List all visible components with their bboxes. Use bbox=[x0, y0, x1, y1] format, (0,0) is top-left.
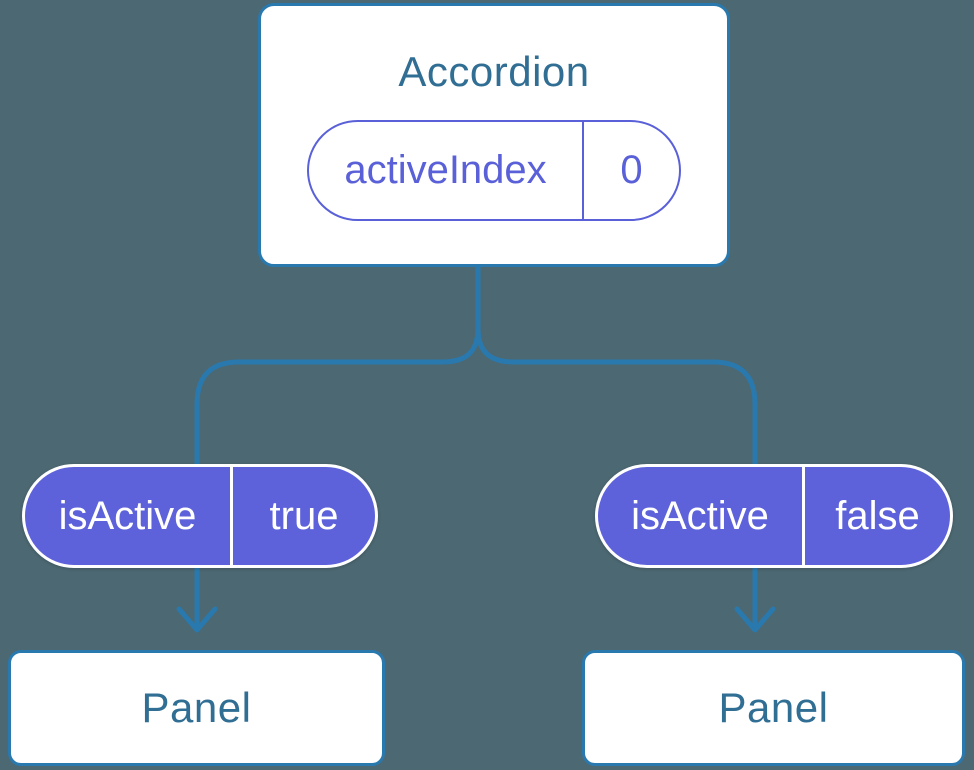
connector-root-to-right-child bbox=[475, 325, 758, 627]
state-pill-name: activeIndex bbox=[344, 148, 547, 192]
panel-node-left: Panel bbox=[8, 650, 385, 766]
panel-node-left-label: Panel bbox=[141, 684, 252, 731]
prop-pill-name: isActive bbox=[631, 493, 769, 538]
prop-pill-name: isActive bbox=[58, 493, 197, 538]
arrowhead-right-icon bbox=[734, 606, 776, 633]
panel-node-right: Panel bbox=[582, 650, 965, 766]
arrowhead-left-icon bbox=[176, 606, 218, 633]
accordion-node: Accordion activeIndex 0 bbox=[258, 3, 730, 267]
prop-pill-isactive-true: isActive true bbox=[22, 464, 378, 568]
state-pill-value: 0 bbox=[582, 122, 679, 219]
prop-pill-isactive-false: isActive false bbox=[595, 464, 953, 568]
panel-node-right-label: Panel bbox=[718, 684, 829, 731]
connector-root-to-left-child bbox=[194, 264, 481, 627]
prop-pill-value: false bbox=[802, 467, 950, 565]
prop-pill-value: true bbox=[230, 467, 375, 565]
state-pill-activeindex: activeIndex 0 bbox=[307, 120, 681, 221]
accordion-node-title: Accordion bbox=[398, 48, 590, 95]
